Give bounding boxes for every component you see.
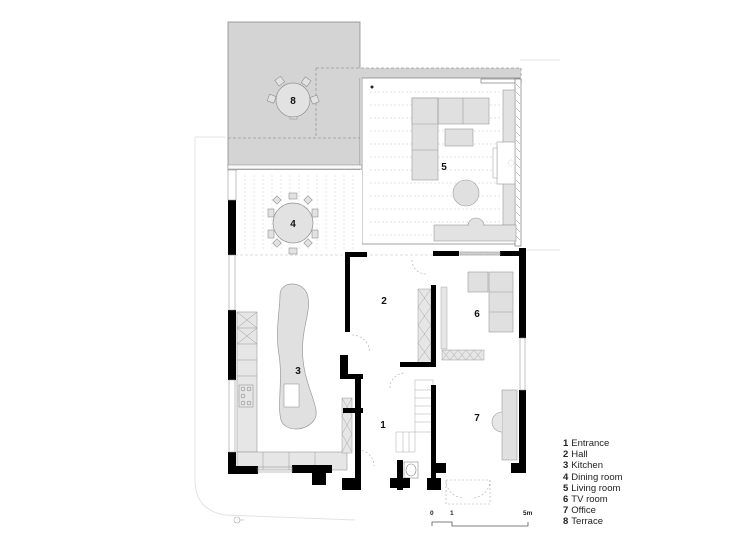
site-boundary [194, 59, 560, 521]
sofa-living-room [411, 97, 490, 181]
north-arrow-icon [233, 516, 244, 524]
label-dining-room: 4 [290, 219, 296, 230]
windows [227, 169, 526, 473]
toilet [403, 461, 419, 479]
walls [228, 200, 526, 490]
scale-tick-5m: 5m [523, 510, 533, 517]
door-swings [351, 259, 491, 505]
stairs [395, 379, 434, 453]
terrace-table [266, 75, 320, 120]
label-living-room: 5 [441, 162, 447, 173]
scale-bar: 0 1 5m [428, 510, 538, 530]
living-room-floor [361, 77, 522, 247]
label-hall: 2 [381, 296, 387, 307]
kitchen [236, 283, 353, 471]
label-tv-room: 6 [474, 309, 480, 320]
label-office: 7 [474, 413, 480, 424]
scale-tick-1: 1 [450, 510, 454, 517]
office [491, 389, 518, 461]
label-terrace: 8 [290, 96, 296, 107]
label-entrance: 1 [380, 420, 386, 431]
scale-bar-lines [431, 521, 529, 527]
label-kitchen: 3 [295, 366, 301, 377]
dining-table [267, 192, 319, 255]
room-labels: 1 2 3 4 5 6 7 8 [290, 96, 480, 431]
tv-room [417, 271, 514, 364]
scale-tick-0: 0 [430, 510, 434, 517]
